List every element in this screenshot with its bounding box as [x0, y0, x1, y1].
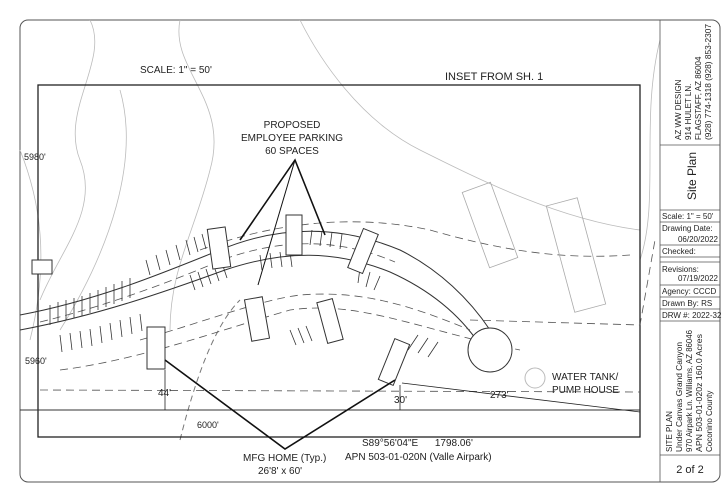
cul-de-sac: [467, 327, 513, 373]
sheet-border: [19, 19, 721, 483]
company-phone: (928) 774-1318 (928) 853-2307: [704, 23, 713, 140]
proposed-structures: [461, 181, 607, 313]
mfg-home-label-1: MFG HOME (Typ.): [243, 453, 326, 464]
checked-label: Checked:: [662, 247, 696, 256]
inset-title: INSET FROM SH. 1: [445, 71, 543, 83]
project-apn: APN 503-01-020z 160.0 Acres: [695, 334, 704, 452]
structure-box: [31, 259, 53, 275]
dimension-30: 30': [394, 395, 407, 406]
home-unit: [377, 337, 411, 387]
adjacent-apn: APN 503-01-020N (Valle Airpark): [345, 452, 492, 463]
property-bearing: S89°56'04"E 1798.06': [362, 438, 473, 449]
dimension-273: 273': [490, 390, 509, 401]
water-tank-label-2: PUMP HOUSE: [552, 385, 619, 396]
water-tank-label-1: WATER TANK/: [552, 372, 619, 383]
contour-label-6000: 6000': [197, 420, 219, 430]
company-name: AZ WW DESIGN: [674, 79, 683, 140]
dimensions: [164, 370, 641, 413]
project-name: Under Canvas Grand Canyon: [675, 342, 684, 452]
drawing-date: 06/20/2022: [678, 235, 719, 244]
company-street: 914 HULET LN.: [684, 84, 693, 140]
project-county: Coconino County: [705, 391, 714, 452]
parking-label-1: PROPOSED: [264, 120, 321, 131]
revisions-date: 07/19/2022: [678, 274, 719, 283]
parking-stalls: [49, 229, 439, 358]
home-unit: [347, 227, 379, 275]
project-address: 970 Airpark Ln. Williams, AZ 86046: [685, 329, 694, 452]
home-unit: [316, 298, 344, 344]
dimension-44: 44': [158, 388, 171, 399]
project-sheet-type: SITE PLAN: [665, 411, 674, 452]
drw-number-field: DRW #: 2022-32: [662, 311, 722, 320]
scale-field: Scale: 1" = 50': [662, 212, 714, 221]
home-unit: [285, 214, 303, 256]
home-unit: [146, 326, 166, 370]
mfg-home-label-2: 26'8' x 60': [258, 466, 302, 477]
title-block: [659, 20, 720, 482]
sheet-number: 2 of 2: [676, 464, 704, 476]
sheet-title: Site Plan: [685, 152, 699, 200]
scale-note: SCALE: 1" = 50': [140, 65, 212, 76]
home-unit: [206, 226, 232, 270]
drawing-date-label: Drawing Date:: [662, 224, 713, 233]
revisions-label: Revisions:: [662, 265, 699, 274]
company-city: FLAGSTAFF, AZ 86004: [694, 56, 703, 140]
mfg-home-units: [146, 214, 411, 387]
parking-label-3: 60 SPACES: [265, 146, 319, 157]
home-unit: [243, 296, 271, 342]
leader-lines: [164, 158, 396, 450]
access-road: [19, 221, 656, 411]
contour-label-5980: 5980': [24, 152, 46, 162]
agency-field: Agency: CCCD: [662, 287, 716, 296]
contour-label-5960: 5960': [25, 356, 47, 366]
drawn-by-field: Drawn By: RS: [662, 299, 712, 308]
parking-label-2: EMPLOYEE PARKING: [241, 133, 343, 144]
water-tank-icon: [524, 367, 546, 389]
